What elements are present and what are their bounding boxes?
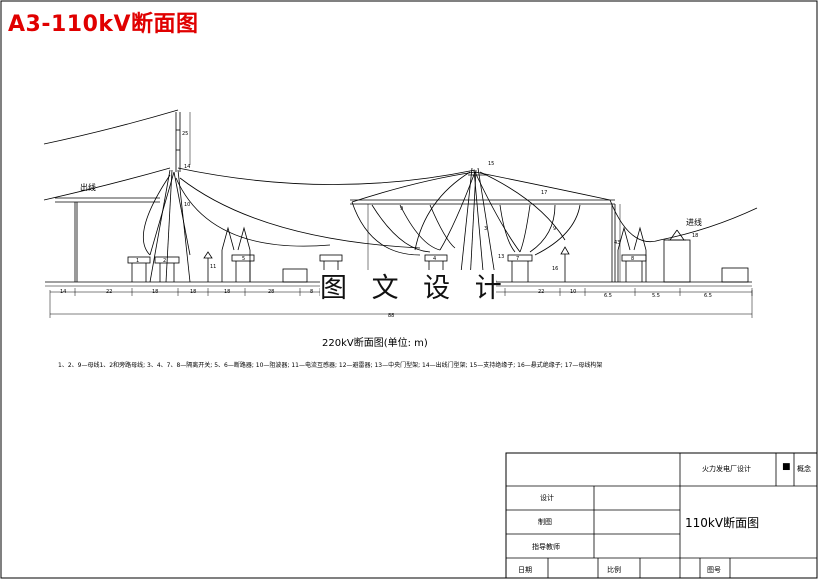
label-18: 18 <box>692 233 698 239</box>
dim-10: 10 <box>570 289 576 295</box>
dim-total: 88 <box>388 313 394 319</box>
watermark: 图 文 设 计 <box>320 270 502 308</box>
label-9b: 9 <box>553 226 556 232</box>
tb-design: 设计 <box>540 494 554 502</box>
tb-stage: 概念 <box>797 465 811 473</box>
dim-6-5b: 6.5 <box>704 293 712 299</box>
dim-14: 14 <box>60 289 66 295</box>
tb-mark-icon: ■ <box>782 462 791 472</box>
label-14: 14 <box>184 164 190 170</box>
label-10: 10 <box>184 202 190 208</box>
dim-18a: 18 <box>152 289 158 295</box>
label-7: 7 <box>516 256 519 262</box>
tb-company: 火力发电厂设计 <box>702 465 751 473</box>
dim-22: 22 <box>106 289 112 295</box>
label-h43: 43 <box>614 240 620 246</box>
dim-18c: 18 <box>224 289 230 295</box>
label-15: 15 <box>488 161 494 167</box>
label-11: 11 <box>210 264 216 270</box>
label-2: 2 <box>163 258 166 264</box>
dim-5-5: 5.5 <box>652 293 660 299</box>
tb-draw: 制图 <box>538 518 552 526</box>
label-1: 1 <box>136 258 139 264</box>
label-3: 3 <box>484 226 487 232</box>
dim-18b: 18 <box>190 289 196 295</box>
legend-text: 1、2、9—母线1、2和旁路母线; 3、4、7、8—隔离开关; 5、6—断路器;… <box>58 362 603 369</box>
label-h25: 25 <box>182 131 188 137</box>
drawing-caption: 220kV断面图(单位: m) <box>322 338 428 349</box>
tb-advisor: 指导教师 <box>532 543 560 551</box>
label-outgoing: 出线 <box>80 182 96 192</box>
label-incoming: 进线 <box>686 217 702 227</box>
label-9: 9 <box>400 206 403 212</box>
tb-drawing-no: 图号 <box>707 566 721 574</box>
tb-date: 日期 <box>518 566 532 574</box>
label-8: 8 <box>631 256 634 262</box>
page-title: A3-110kV断面图 <box>8 12 199 37</box>
dim-28: 28 <box>268 289 274 295</box>
tb-drawing-title: 110kV断面图 <box>685 516 760 530</box>
tb-scale: 比例 <box>607 566 621 574</box>
label-16: 16 <box>552 266 558 272</box>
label-4: 4 <box>433 256 436 262</box>
label-13: 13 <box>498 254 504 260</box>
dim-6-5a: 6.5 <box>604 293 612 299</box>
dim-22b: 22 <box>538 289 544 295</box>
label-17: 17 <box>541 190 547 196</box>
label-5: 5 <box>242 256 245 262</box>
dim-8: 8 <box>310 289 313 295</box>
